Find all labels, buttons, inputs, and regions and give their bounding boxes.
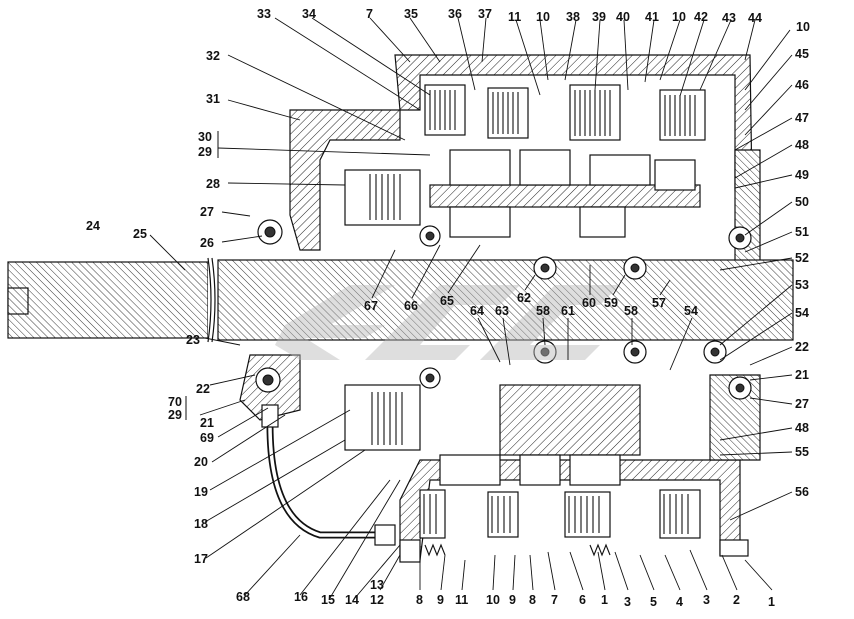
callout: 21	[200, 416, 214, 430]
callout: 66	[404, 299, 418, 313]
callout-labels: 33 34 7 35 36 37 11 10 38 39 40 41 10 42…	[86, 7, 810, 609]
callout: 12	[370, 593, 384, 607]
callout: 1	[601, 593, 608, 607]
leader-lines	[149, 17, 793, 599]
callout: 29	[168, 408, 182, 422]
callout: 27	[795, 397, 809, 411]
callout: 54	[684, 304, 698, 318]
callout: 10	[796, 20, 810, 34]
callout: 28	[206, 177, 220, 191]
callout: 53	[795, 278, 809, 292]
callout: 9	[437, 593, 444, 607]
callout: 10	[672, 10, 686, 24]
bearings	[255, 219, 752, 400]
callout: 58	[624, 304, 638, 318]
callout: 7	[366, 7, 373, 21]
callout: 67	[364, 299, 378, 313]
callout: 10	[486, 593, 500, 607]
callout: 39	[592, 10, 606, 24]
callout: 24	[86, 219, 100, 233]
callout: 63	[495, 304, 509, 318]
callout: 11	[508, 10, 521, 24]
callout: 29	[198, 145, 212, 159]
callout: 65	[440, 294, 454, 308]
callout: 3	[624, 595, 631, 609]
input-clutch	[344, 169, 421, 451]
callout: 37	[478, 7, 492, 21]
callout: 68	[236, 590, 250, 604]
callout: 42	[694, 10, 708, 24]
callout: 31	[206, 92, 220, 106]
callout: 4	[676, 595, 683, 609]
callout: 41	[645, 10, 659, 24]
clutch-packs-bottom	[419, 489, 701, 539]
callout: 13	[370, 578, 384, 592]
callout: 23	[186, 333, 200, 347]
callout: 32	[206, 49, 220, 63]
callout: 34	[302, 7, 316, 21]
callout: 45	[795, 47, 809, 61]
callout: 49	[795, 168, 809, 182]
callout: 64	[470, 304, 484, 318]
callout: 6	[579, 593, 586, 607]
callout: 43	[722, 11, 736, 25]
callout: 9	[509, 593, 516, 607]
callout: 8	[416, 593, 423, 607]
callout: 27	[200, 205, 214, 219]
callout: 25	[133, 227, 147, 241]
callout: 17	[194, 552, 208, 566]
callout: 8	[529, 593, 536, 607]
callout: 33	[257, 7, 271, 21]
callout: 50	[795, 195, 809, 209]
callout: 15	[321, 593, 335, 607]
callout: 36	[448, 7, 462, 21]
callout: 10	[536, 10, 550, 24]
callout: 55	[795, 445, 809, 459]
callout: 21	[795, 368, 809, 382]
clutch-packs-top	[424, 84, 706, 141]
bottom-fittings	[399, 539, 749, 563]
callout: 30	[198, 130, 212, 144]
callout: 11	[455, 593, 468, 607]
callout: 69	[200, 431, 214, 445]
callout: 54	[795, 306, 809, 320]
main-shaft	[7, 257, 794, 343]
callout: 40	[616, 10, 630, 24]
callout: 47	[795, 111, 809, 125]
callout: 56	[795, 485, 809, 499]
callout: 48	[795, 421, 809, 435]
callout: 35	[404, 7, 418, 21]
callout: 48	[795, 138, 809, 152]
callout: 18	[194, 517, 208, 531]
countershaft-assembly	[429, 149, 701, 486]
callout: 22	[795, 340, 809, 354]
callout: 58	[536, 304, 550, 318]
callout: 7	[551, 593, 558, 607]
callout: 2	[733, 593, 740, 607]
callout: 38	[566, 10, 580, 24]
callout: 14	[345, 593, 359, 607]
callout: 60	[582, 296, 596, 310]
callout: 44	[748, 11, 762, 25]
callout: 19	[194, 485, 208, 499]
callout: 22	[196, 382, 210, 396]
callout: 59	[604, 296, 618, 310]
callout: 52	[795, 251, 809, 265]
callout: 70	[168, 395, 182, 409]
callout: 16	[294, 590, 308, 604]
callout: 62	[517, 291, 531, 305]
watermark-logo	[275, 285, 620, 360]
callout: 5	[650, 595, 657, 609]
callout: 1	[768, 595, 775, 609]
callout: 46	[795, 78, 809, 92]
callout: 61	[561, 304, 575, 318]
callout: 3	[703, 593, 710, 607]
callout: 26	[200, 236, 214, 250]
callout: 57	[652, 296, 666, 310]
callout: 20	[194, 455, 208, 469]
callout: 51	[795, 225, 809, 239]
